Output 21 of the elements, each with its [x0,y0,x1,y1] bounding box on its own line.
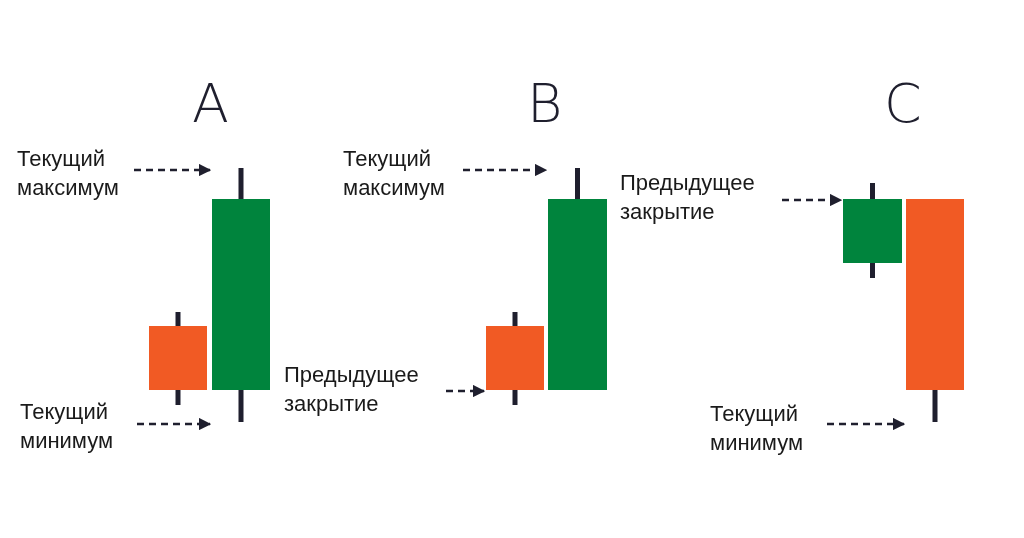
callout-text: Предыдущее закрытие [284,361,420,418]
callout-text: Текущий максимум [17,145,120,202]
dashed-arrow [827,417,906,431]
callout-text: Текущий минимум [20,398,115,455]
dashed-arrow [134,163,212,177]
candlestick [486,312,544,405]
dashed-arrow [782,193,843,207]
callout-text: Текущий минимум [710,400,805,457]
dashed-arrow [463,163,548,177]
candlestick [149,312,207,405]
candlestick [906,199,964,422]
callout-text: Текущий максимум [343,145,446,202]
panel-letter: B [527,72,563,135]
dashed-arrow [137,417,212,431]
candlestick [548,168,607,390]
panel-letter: C [884,72,922,135]
callout-text: Предыдущее закрытие [620,169,756,226]
candlestick [212,168,270,422]
candlestick [843,183,902,278]
panel-letter: A [192,72,229,135]
dashed-arrow [446,384,486,398]
